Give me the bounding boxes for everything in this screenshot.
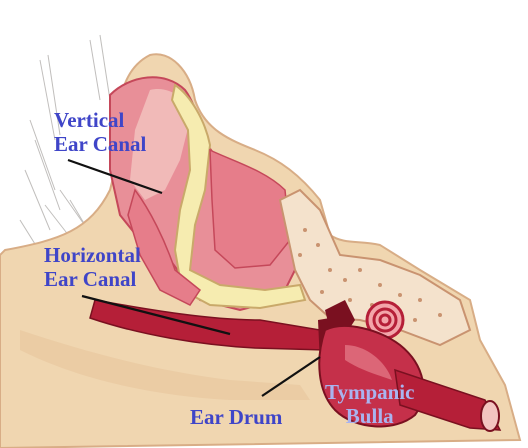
- label-vertical-ear-canal: Vertical Ear Canal: [54, 108, 146, 156]
- label-horizontal-line1: Horizontal: [44, 243, 141, 267]
- label-tympanic-line1: Tympanic: [325, 380, 414, 404]
- label-tympanic-line2: Bulla: [325, 404, 414, 428]
- label-ear-drum-text: Ear Drum: [190, 405, 282, 429]
- label-horizontal-ear-canal: Horizontal Ear Canal: [44, 243, 141, 291]
- label-vertical-line1: Vertical: [54, 108, 146, 132]
- label-tympanic-bulla: Tympanic Bulla: [325, 380, 414, 428]
- label-vertical-line2: Ear Canal: [54, 132, 146, 156]
- label-ear-drum: Ear Drum: [190, 405, 282, 429]
- tube-opening: [481, 401, 499, 431]
- label-horizontal-line2: Ear Canal: [44, 267, 141, 291]
